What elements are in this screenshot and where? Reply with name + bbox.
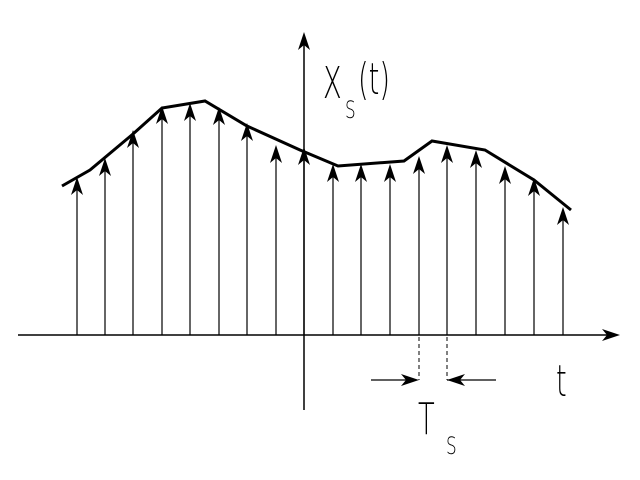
impulse [557, 207, 569, 335]
y-axis-label-paren: (t) [358, 54, 390, 105]
axes [18, 32, 620, 410]
x-axis-label: t [556, 356, 567, 407]
sampling-period-marker [371, 337, 496, 386]
impulse-arrow-icon [99, 158, 111, 176]
impulse-arrow-icon [184, 103, 196, 121]
impulse-arrow-icon [499, 166, 511, 184]
impulse-arrow-icon [241, 123, 253, 141]
impulse [270, 145, 282, 335]
impulse-arrow-icon [156, 106, 168, 124]
impulse-arrow-icon [355, 164, 367, 182]
period-right-arrow-icon [447, 374, 465, 386]
impulse-arrow-icon [298, 147, 310, 165]
period-label-t: T [418, 394, 435, 445]
impulse [355, 164, 367, 335]
x-axis-arrow-icon [602, 329, 620, 341]
impulse [327, 164, 339, 335]
impulse-arrow-icon [71, 177, 83, 195]
impulse [127, 130, 139, 335]
impulse-arrow-icon [413, 156, 425, 174]
period-left-arrow-icon [401, 374, 419, 386]
impulse [71, 177, 83, 335]
impulse-arrow-icon [327, 164, 339, 182]
impulse [99, 158, 111, 335]
impulse [298, 147, 310, 335]
impulse [499, 166, 511, 335]
impulse-arrow-icon [384, 164, 396, 182]
period-label-subscript: S [446, 432, 457, 460]
impulse [470, 150, 482, 335]
impulse [384, 164, 396, 335]
impulse [156, 106, 168, 335]
impulse-train [71, 103, 569, 335]
envelope-curve [61, 99, 572, 212]
signal-envelope [61, 99, 572, 212]
impulse [528, 178, 540, 335]
impulse [441, 145, 453, 335]
impulse [213, 107, 225, 335]
impulse-arrow-icon [127, 130, 139, 148]
impulse-arrow-icon [470, 150, 482, 168]
impulse-arrow-icon [213, 107, 225, 125]
y-axis-label-subscript: S [345, 96, 356, 124]
impulse [184, 103, 196, 335]
impulse [241, 123, 253, 335]
impulse-arrow-icon [528, 178, 540, 196]
impulse-arrow-icon [557, 207, 569, 225]
impulse [413, 156, 425, 335]
impulse-arrow-icon [270, 145, 282, 163]
y-axis-arrow-icon [298, 32, 310, 50]
impulse-arrow-icon [441, 145, 453, 163]
y-axis-label-x: X [323, 58, 342, 109]
